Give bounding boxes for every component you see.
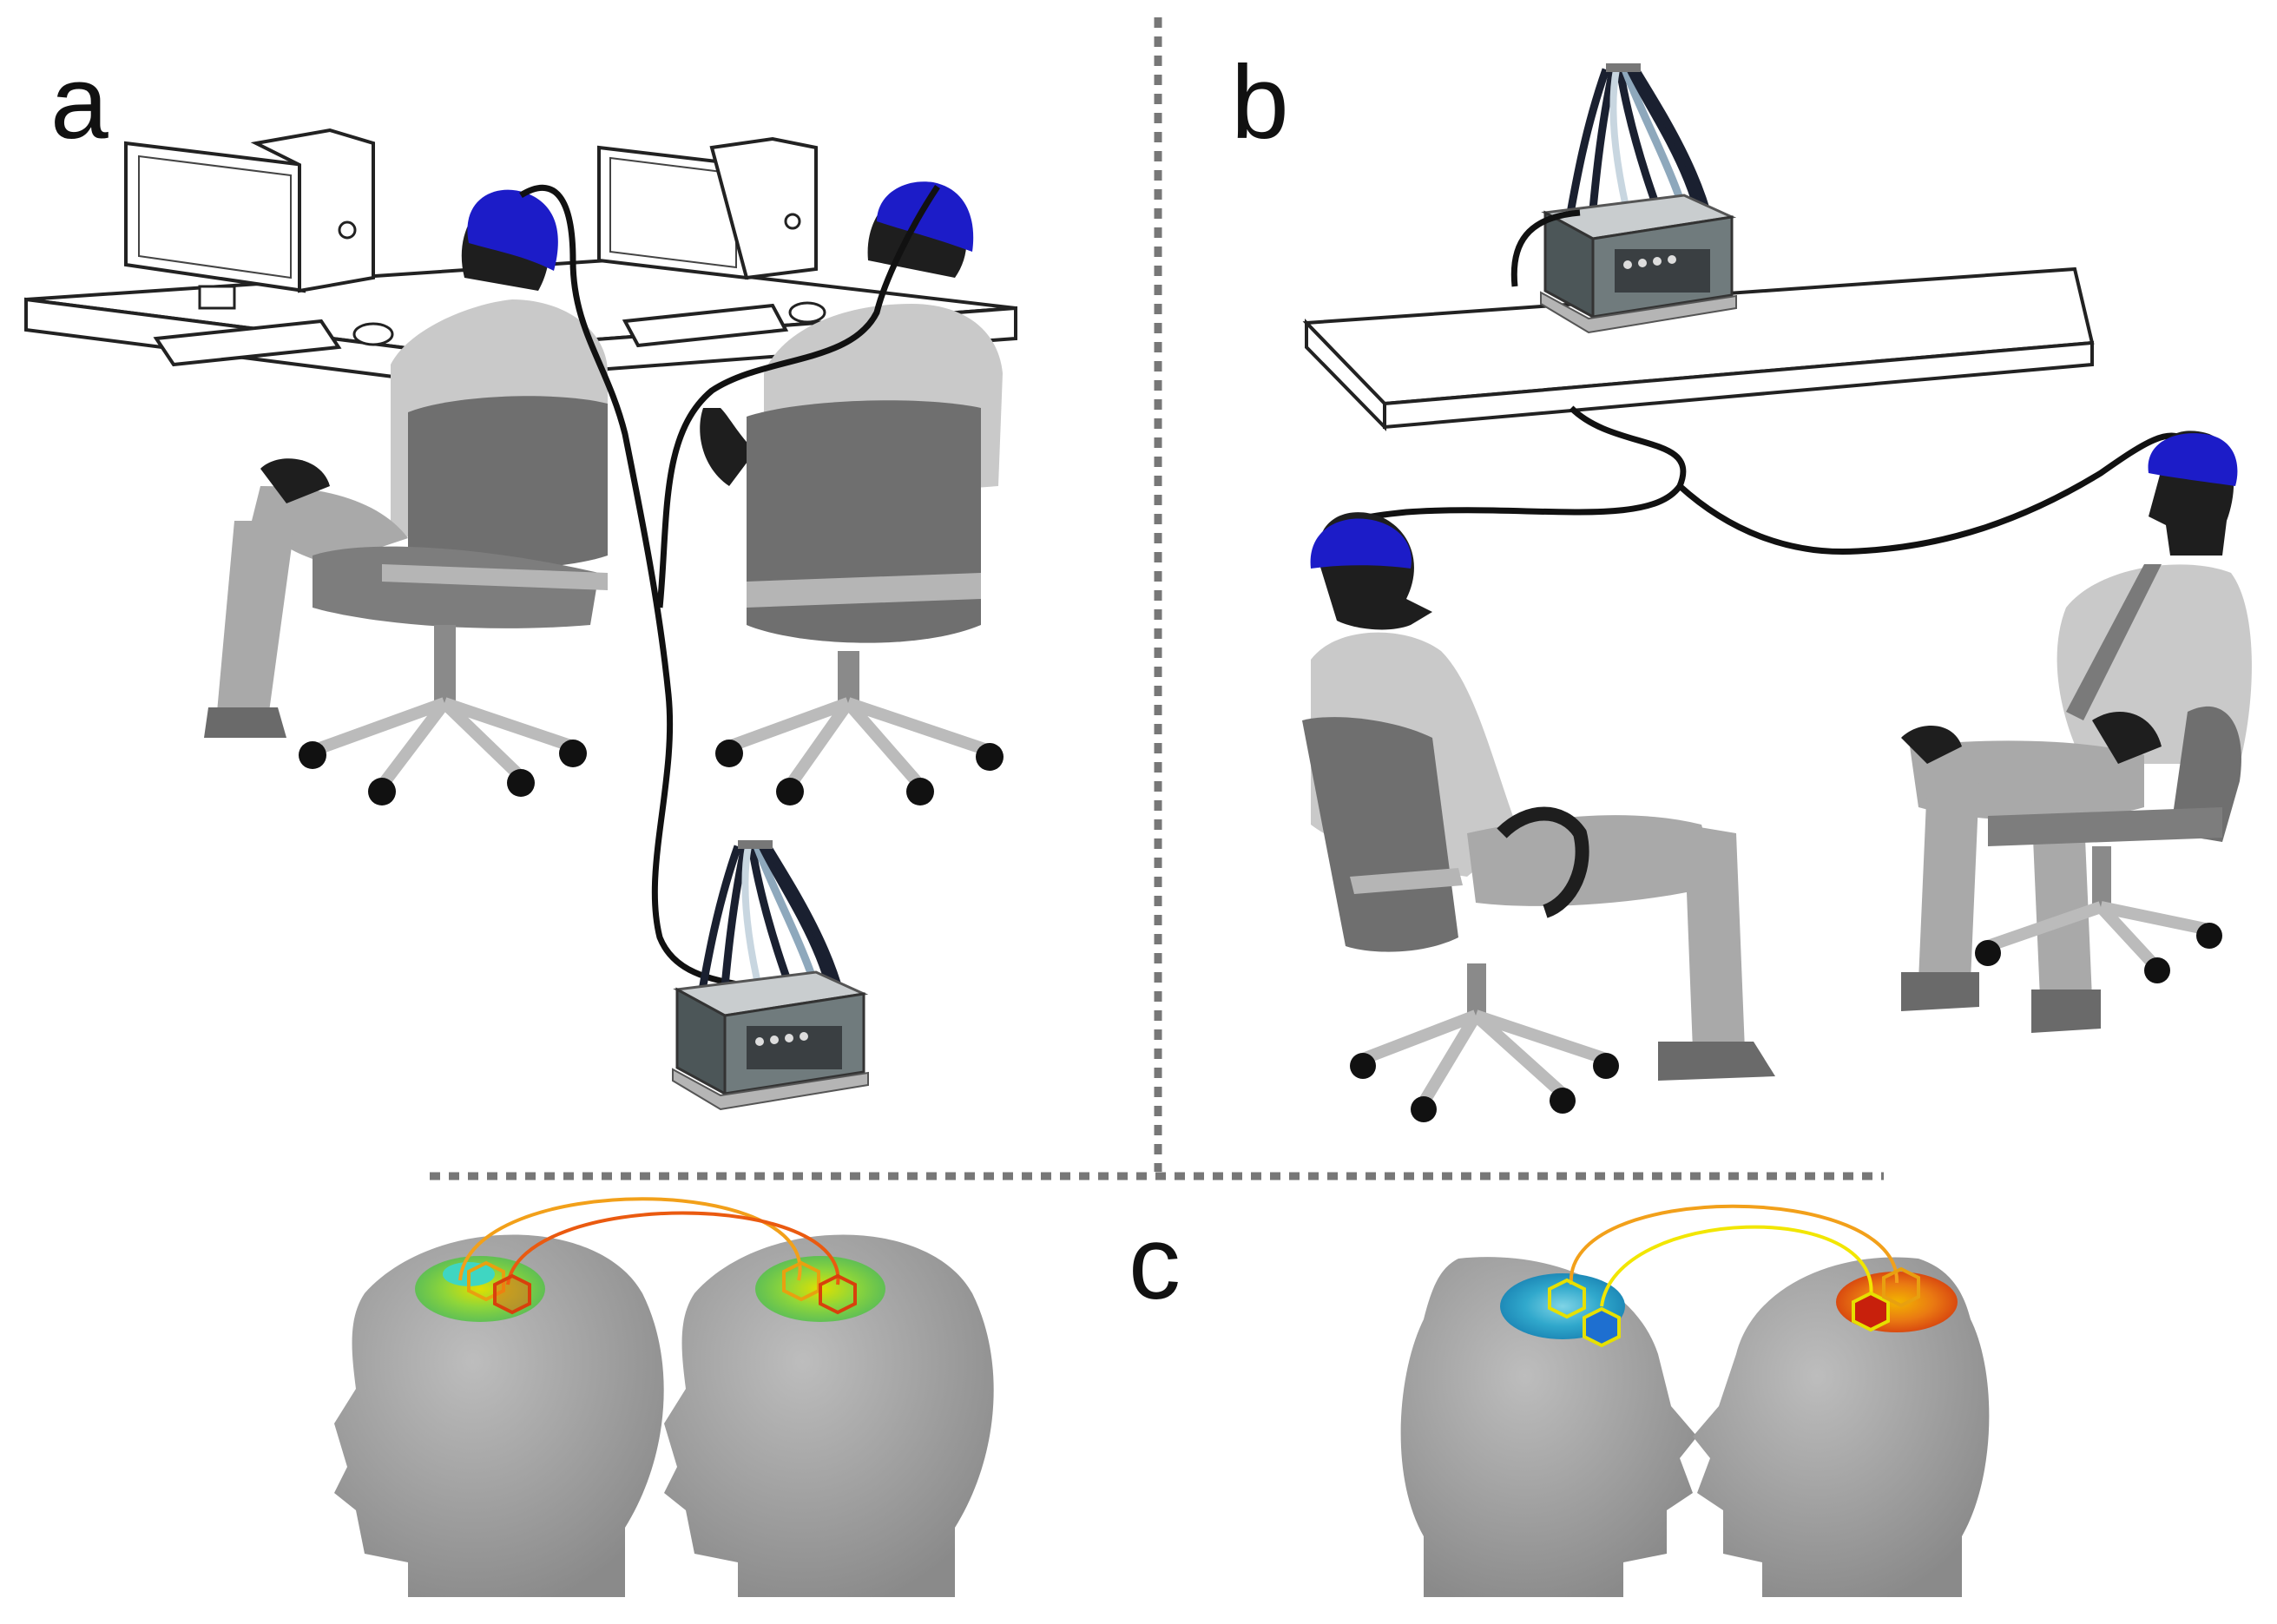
eeg-cable <box>1510 209 1581 287</box>
hyperlink-arc <box>1569 1204 1899 1285</box>
panel-label-a: a <box>50 44 109 161</box>
hyperlink-arc <box>506 1211 840 1285</box>
eeg-cable <box>1338 405 1687 531</box>
hyperlink-arc <box>458 1197 802 1281</box>
panel-label-b: b <box>1231 44 1289 161</box>
eeg-amplifier-icon <box>1541 63 1736 332</box>
table-b <box>1302 266 2095 431</box>
region-marker <box>819 1273 857 1315</box>
desktop-computer-icon <box>597 136 826 348</box>
panel-c-brain-maps <box>334 1197 1990 1597</box>
eeg-cable <box>519 184 765 993</box>
office-chair-icon <box>715 400 1004 805</box>
panel-b-scene <box>1302 63 2252 1122</box>
eeg-cable <box>656 185 940 608</box>
eeg-cable <box>1677 432 2190 556</box>
region-marker <box>1548 1278 1586 1319</box>
panel-a-scene <box>24 128 1017 1109</box>
office-chair-icon <box>1975 706 2241 983</box>
region-marker <box>1882 1266 1920 1308</box>
eeg-cap-icon <box>467 189 558 271</box>
office-chair-icon <box>1302 717 1619 1122</box>
eeg-amplifier-icon <box>673 840 868 1109</box>
hyperlink-arc <box>1600 1225 1873 1307</box>
eeg-cap-icon <box>2148 433 2238 486</box>
eeg-cap-icon <box>877 181 974 252</box>
panel-label-c: c <box>1129 1205 1181 1321</box>
region-marker <box>1583 1306 1621 1348</box>
region-marker <box>1852 1291 1890 1332</box>
region-marker <box>493 1273 531 1315</box>
desktop-computer-icon <box>124 128 394 367</box>
head-model-icon <box>1693 1257 1990 1597</box>
office-chair-icon <box>299 396 608 805</box>
eeg-cap-icon <box>1310 518 1412 569</box>
head-model-icon <box>664 1234 994 1597</box>
